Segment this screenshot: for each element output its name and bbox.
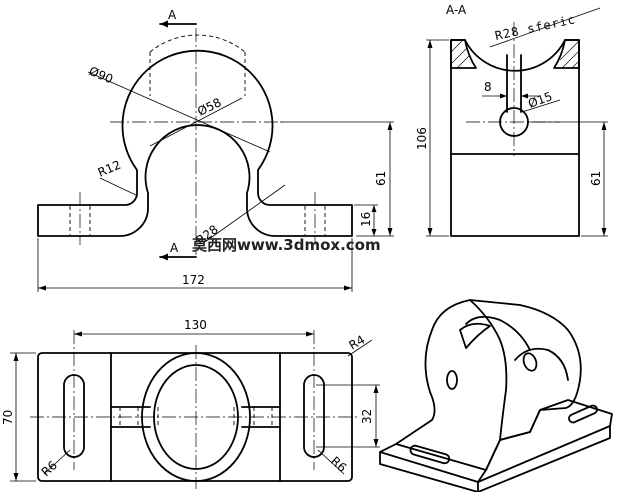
dim-slot-radius-left: R6 xyxy=(39,449,71,479)
dim-slot-width: 8 xyxy=(482,80,538,99)
section-outline xyxy=(450,39,580,237)
svg-text:106: 106 xyxy=(415,127,429,150)
dim-slot-radius-right: R6 xyxy=(317,449,349,475)
dim-outer-diameter: Ø90 xyxy=(87,64,271,153)
cut-marker-bottom: A xyxy=(159,241,197,261)
isometric-view xyxy=(379,299,613,492)
iso-base-front xyxy=(379,451,479,492)
dim-base-height: 16 xyxy=(354,204,378,236)
cut-marker-top: A xyxy=(159,8,197,28)
svg-text:32: 32 xyxy=(360,409,374,424)
iso-hole-left xyxy=(446,370,458,390)
svg-text:172: 172 xyxy=(182,273,205,287)
dim-overall-width: 172 xyxy=(37,238,353,292)
hatch-lines xyxy=(450,39,580,69)
svg-text:130: 130 xyxy=(184,318,207,332)
svg-text:R6: R6 xyxy=(39,458,60,479)
section-hatch-left xyxy=(450,39,477,69)
svg-text:Ø90: Ø90 xyxy=(87,64,115,87)
watermark: 莫西网www.3dmox.com xyxy=(192,236,381,254)
iso-slot-left xyxy=(409,444,451,465)
svg-text:70: 70 xyxy=(1,410,15,425)
svg-text:16: 16 xyxy=(359,212,373,227)
section-title: A-A xyxy=(446,3,467,17)
cut-label-bottom: A xyxy=(170,241,179,255)
svg-text:R28 sferic: R28 sferic xyxy=(494,12,577,43)
dim-section-center-height: 61 xyxy=(528,121,608,237)
svg-text:Ø15: Ø15 xyxy=(526,89,554,111)
dim-hole: Ø15 xyxy=(521,89,561,113)
iso-inner-arc-2 xyxy=(514,347,569,381)
top-view: 130 70 32 R4 R6 xyxy=(1,318,380,489)
svg-text:R4: R4 xyxy=(347,332,368,352)
section-view: A-A R28 sferic xyxy=(415,3,608,237)
dim-total-height: 106 xyxy=(415,39,449,237)
iso-inner-arc xyxy=(465,315,531,351)
cut-label-top: A xyxy=(168,8,177,22)
svg-text:61: 61 xyxy=(589,171,603,186)
dim-front-center-height: 61 xyxy=(280,121,394,237)
dim-sphere: R28 sferic xyxy=(489,7,601,48)
front-view-outline xyxy=(37,49,353,237)
dim-depth: 70 xyxy=(1,352,36,482)
iso-body-outline xyxy=(431,299,582,483)
dim-corner-radius: R4 xyxy=(347,332,373,357)
iso-body-left xyxy=(395,329,436,445)
iso-hole-right xyxy=(522,352,538,372)
dim-slot-length: 32 xyxy=(316,384,380,448)
svg-text:61: 61 xyxy=(374,171,388,186)
dim-slot-spacing: 130 xyxy=(74,318,314,337)
iso-base-side xyxy=(477,425,611,492)
svg-text:8: 8 xyxy=(484,80,492,94)
svg-text:R6: R6 xyxy=(328,454,349,475)
front-hidden-arc xyxy=(149,34,246,53)
iso-slot-right xyxy=(568,404,598,424)
iso-top-opening xyxy=(459,322,491,349)
svg-text:R12: R12 xyxy=(96,158,123,180)
section-hatch-right xyxy=(553,39,580,69)
iso-body-front-edge xyxy=(469,299,508,441)
